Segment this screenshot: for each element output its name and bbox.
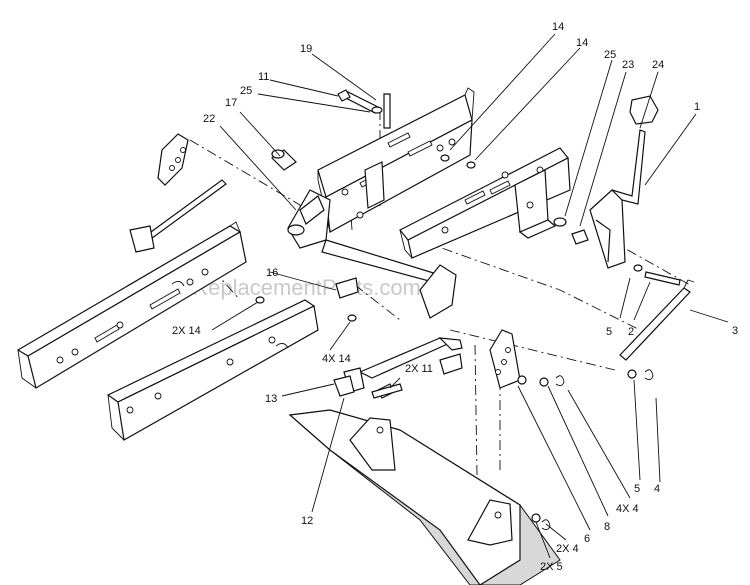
nut-2x14 xyxy=(255,296,265,304)
callout-labels: 19 11 25 17 22 14 14 25 23 24 1 16 2X 14… xyxy=(172,21,738,573)
callout-4: 4 xyxy=(654,483,660,495)
washer-5-mid xyxy=(539,377,549,387)
callout-24: 24 xyxy=(652,59,664,71)
nut-14-a xyxy=(440,154,450,162)
center-shaft-22 xyxy=(287,189,445,287)
callout-23: 23 xyxy=(622,59,634,71)
callout-2x4: 2X 4 xyxy=(556,543,579,555)
callout-2x5: 2X 5 xyxy=(540,561,563,573)
cotter-pin-2x4 xyxy=(541,519,551,531)
spacer-17 xyxy=(271,149,297,171)
callout-5: 5 xyxy=(634,483,640,495)
nut-4x14 xyxy=(347,314,357,322)
left-lower-channel xyxy=(106,299,319,441)
callout-16: 16 xyxy=(266,267,278,279)
washer-25-upper xyxy=(371,106,383,114)
upper-center-channel xyxy=(317,87,475,233)
deck-hanger xyxy=(288,409,561,585)
bolt-2 xyxy=(644,271,681,286)
leader-lines xyxy=(211,33,729,559)
bolt-2x11 xyxy=(371,383,403,399)
knob-24 xyxy=(629,95,659,125)
callout-13: 13 xyxy=(265,393,277,405)
bracket-16 xyxy=(335,277,359,299)
callout-25: 25 xyxy=(604,49,616,61)
lower-right-bracket xyxy=(489,329,521,389)
callout-6: 6 xyxy=(584,533,590,545)
bracket-13 xyxy=(333,375,355,397)
callout-2x14: 2X 14 xyxy=(172,325,201,337)
callout-25: 25 xyxy=(240,85,252,97)
cotter-pin-4-mid xyxy=(555,375,565,387)
shift-rod-3-end xyxy=(683,279,695,289)
callout-2x11: 2X 11 xyxy=(405,363,433,375)
callout-5: 5 xyxy=(606,326,612,338)
left-channel xyxy=(16,221,247,389)
callout-1: 1 xyxy=(694,101,700,113)
washer-25-right xyxy=(553,217,567,227)
callout-22: 22 xyxy=(203,113,215,125)
right-channel xyxy=(399,147,571,259)
pivot-plate xyxy=(419,264,457,319)
callout-14: 14 xyxy=(576,37,588,49)
cotter-pin-4 xyxy=(644,369,654,381)
callout-17: 17 xyxy=(225,97,237,109)
callout-4x14: 4X 14 xyxy=(322,353,351,365)
callout-11: 11 xyxy=(258,71,269,83)
washer-2x5 xyxy=(531,513,541,523)
nut-14-b xyxy=(466,161,476,169)
callout-19: 19 xyxy=(300,43,312,55)
upper-left-linkage xyxy=(129,133,227,253)
washer-8 xyxy=(517,375,527,385)
callout-2: 2 xyxy=(628,326,634,338)
callout-4x4: 4X 4 xyxy=(616,503,639,515)
shift-lever-1 xyxy=(589,129,646,269)
shift-rod-3 xyxy=(619,287,691,361)
watermark: eReplacementParts.com xyxy=(180,275,421,300)
callout-12: 12 xyxy=(301,515,313,527)
washer-5-lever xyxy=(633,264,643,272)
callout-3: 3 xyxy=(732,325,738,337)
bolt-19 xyxy=(383,93,391,129)
callout-14: 14 xyxy=(552,21,564,33)
callout-8: 8 xyxy=(604,521,610,533)
bracket-lower-right xyxy=(439,353,463,375)
washer-5-rod xyxy=(627,369,637,379)
spacer-23 xyxy=(571,229,589,245)
